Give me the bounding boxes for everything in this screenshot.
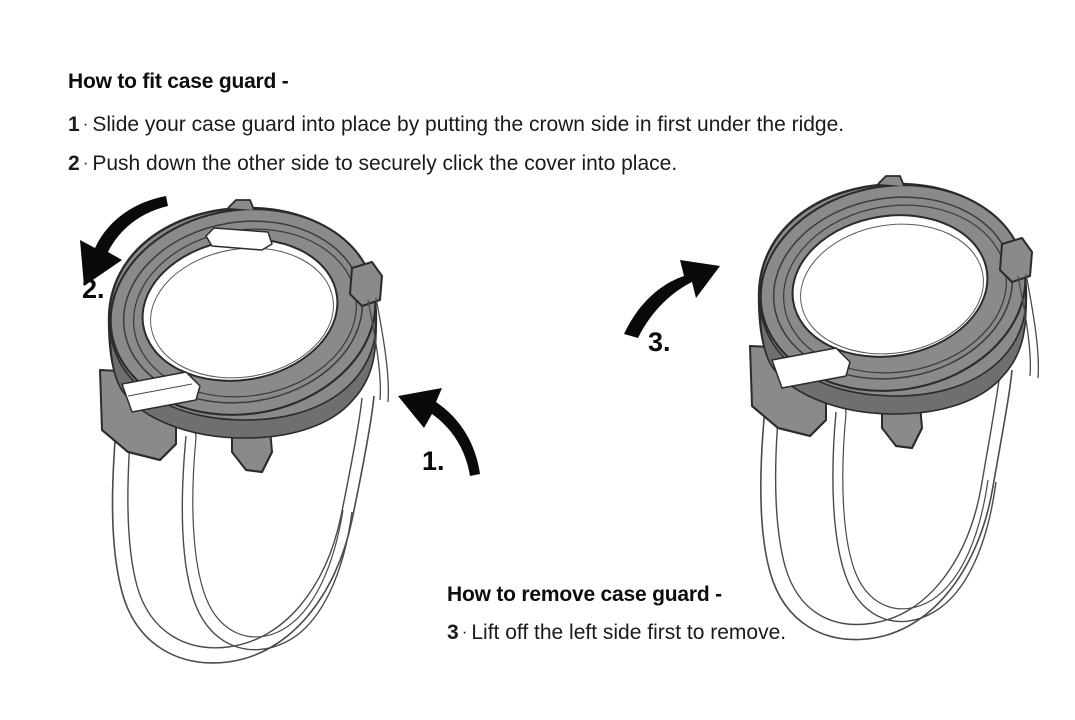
fit-step-2-separator: · — [82, 153, 89, 172]
remove-step-3: 3·Lift off the left side first to remove… — [447, 621, 786, 645]
arrow-label-1: 1. — [422, 446, 445, 476]
fit-step-2-text: Push down the other side to securely cli… — [92, 152, 678, 175]
fit-step-1: 1·Slide your case guard into place by pu… — [68, 113, 844, 137]
arrow-step-3 — [624, 260, 720, 338]
remove-section-heading: How to remove case guard - — [447, 583, 722, 606]
remove-step-3-number: 3 — [447, 621, 459, 644]
arrow-label-2: 2. — [82, 274, 105, 304]
fit-step-1-separator: · — [82, 114, 89, 133]
arrow-label-3: 3. — [648, 327, 671, 357]
fit-step-2-number: 2 — [68, 152, 80, 175]
fit-step-2: 2·Push down the other side to securely c… — [68, 152, 677, 176]
arrow-step-2 — [80, 196, 168, 286]
fit-step-1-number: 1 — [68, 113, 80, 136]
fit-section-heading: How to fit case guard - — [68, 70, 289, 93]
right-case-guard — [749, 175, 1040, 450]
right-watch-strap — [759, 362, 1013, 641]
left-case-guard — [99, 199, 390, 474]
right-watch-illustration — [749, 175, 1040, 641]
fit-step-1-text: Slide your case guard into place by putt… — [92, 113, 845, 136]
left-watch-strap — [111, 386, 375, 664]
remove-step-3-text: Lift off the left side first to remove. — [471, 621, 787, 644]
left-watch-illustration — [99, 199, 390, 664]
remove-step-3-separator: · — [461, 622, 468, 641]
